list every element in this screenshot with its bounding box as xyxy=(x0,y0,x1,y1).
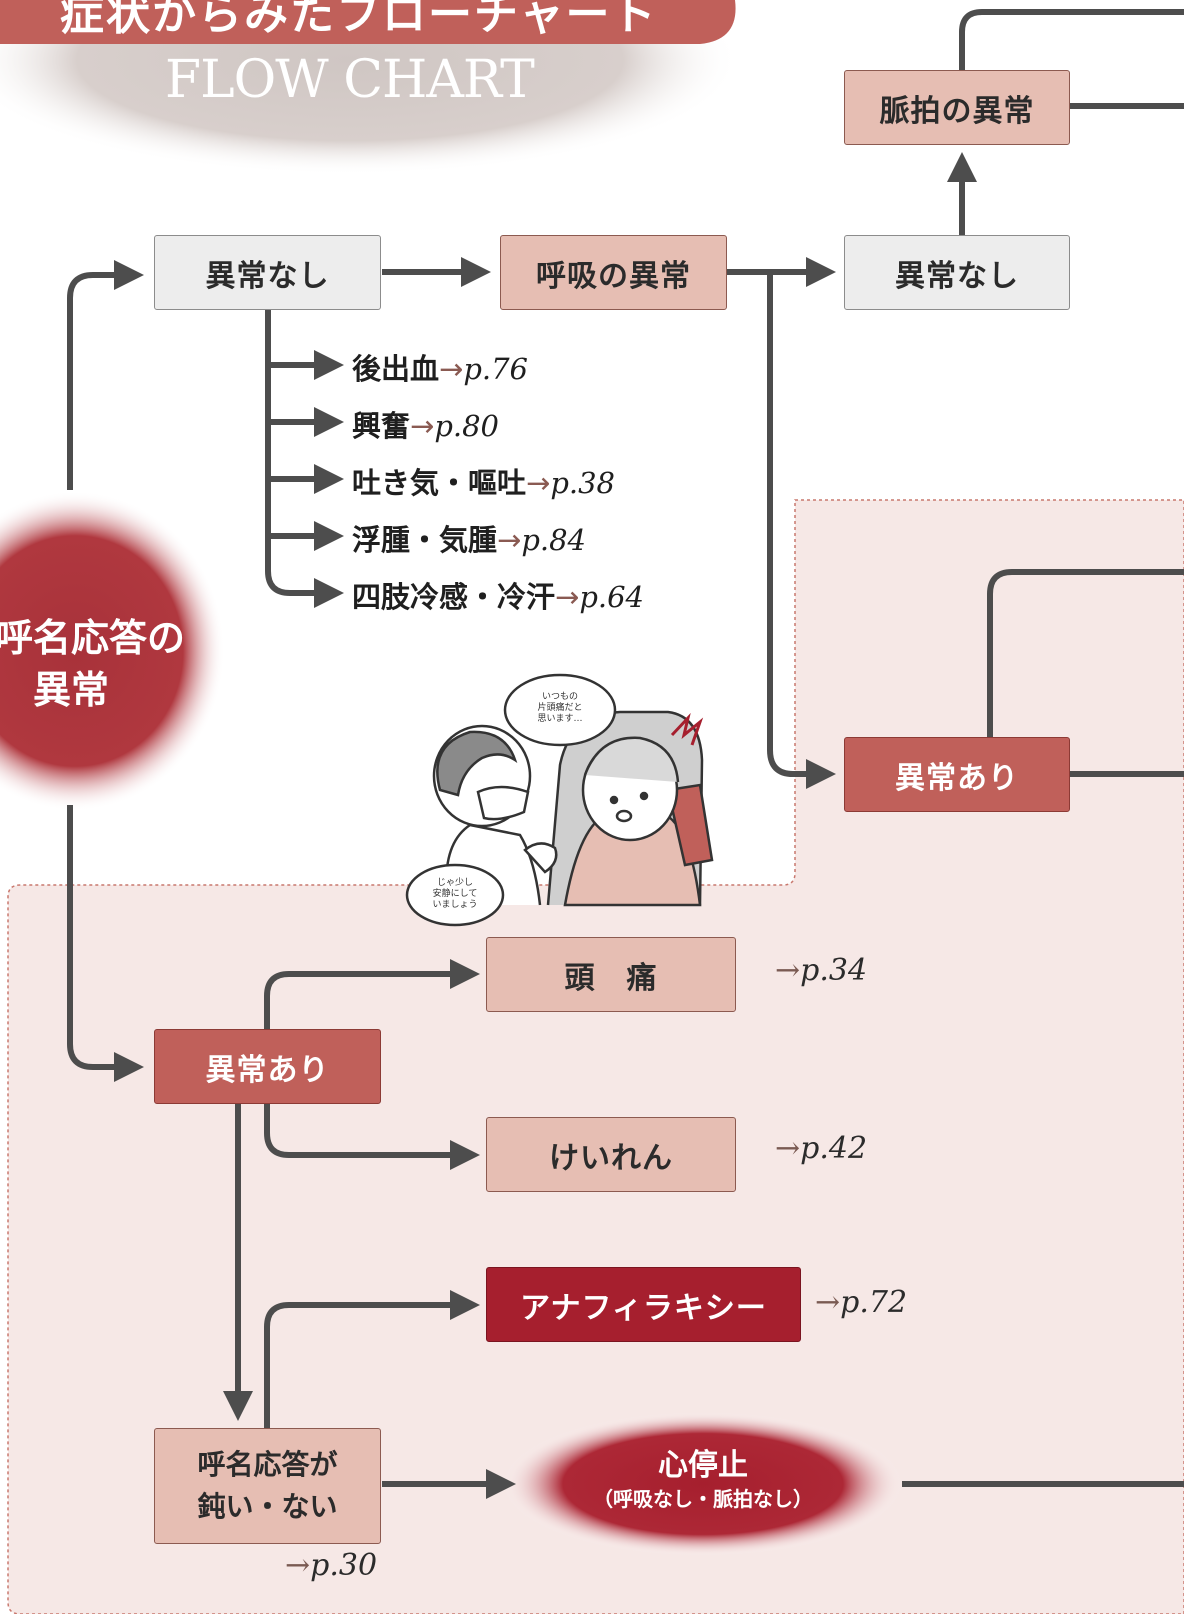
branch-arrow: → xyxy=(526,466,551,500)
nurse-speech-bubble xyxy=(405,863,505,927)
node-normal-2: 異常なし xyxy=(844,235,1070,310)
branch-item: 興奮→p.80 xyxy=(352,403,499,445)
node-normal-1: 異常なし xyxy=(154,235,381,310)
start-label-line1: 呼名応答の xyxy=(0,616,185,660)
cardiac-arrest-shape xyxy=(503,1412,903,1556)
header-title: 症状からみたフローチャート xyxy=(60,0,658,40)
patient-speech-bubble xyxy=(503,673,617,747)
ref-anaphylaxis: →p.72 xyxy=(815,1285,907,1320)
node-abnormal-right: 異常あり xyxy=(844,737,1070,812)
branch-arrow: → xyxy=(410,409,435,443)
branch-page: p.64 xyxy=(579,580,645,614)
ref-page: p.42 xyxy=(800,1131,868,1166)
bubble-line: いつもの xyxy=(541,692,578,702)
start-label: 呼名応答の 異常 xyxy=(0,612,190,716)
branch-arrow: → xyxy=(555,580,580,614)
header-subtitle: FLOW CHART xyxy=(165,50,535,110)
ref-arrow: → xyxy=(775,953,801,988)
branch-item: 四肢冷感・冷汗→p.64 xyxy=(352,574,644,616)
start-label-line2: 異常 xyxy=(32,668,109,712)
branch-page: p.80 xyxy=(434,409,500,443)
nurse-bubble-text: じゃ少し 安静にして いましょう xyxy=(415,878,495,911)
weak-response-line2: 鈍い・ない xyxy=(197,1490,338,1523)
start-circle xyxy=(0,491,225,811)
node-weak-response: 呼名応答が 鈍い・ない xyxy=(154,1428,381,1544)
branch-label: 後出血 xyxy=(352,352,440,386)
branch-page: p.84 xyxy=(521,523,587,557)
branch-page: p.76 xyxy=(463,352,529,386)
cardiac-arrest-line1: 心停止 xyxy=(658,1448,748,1483)
ref-page: p.72 xyxy=(840,1285,908,1320)
weak-response-line1: 呼名応答が xyxy=(197,1448,338,1481)
node-abnormal-left: 異常あり xyxy=(154,1029,381,1104)
bubble-line: 安静にして xyxy=(432,889,478,899)
ref-arrow: → xyxy=(815,1285,841,1320)
bubble-line: じゃ少し xyxy=(436,878,473,888)
node-cardiac-arrest: 心停止 （呼吸なし・脈拍なし） xyxy=(553,1447,853,1513)
bubble-line: 思います… xyxy=(537,714,583,724)
ref-page: p.34 xyxy=(800,953,868,988)
node-headache: 頭 痛 xyxy=(486,937,736,1012)
ref-convulsion: →p.42 xyxy=(775,1131,867,1166)
patient-bubble-text: いつもの 片頭痛だと 思います… xyxy=(520,692,600,725)
branch-label: 浮腫・気腫 xyxy=(352,523,498,557)
branch-page: p.38 xyxy=(550,466,616,500)
header-graphic xyxy=(0,0,740,175)
branch-arrow: → xyxy=(439,352,464,386)
ref-page: p.30 xyxy=(310,1548,378,1583)
bubble-line: いましょう xyxy=(432,900,478,910)
ref-weak-response: →p.30 xyxy=(285,1548,377,1583)
bubble-line: 片頭痛だと xyxy=(537,703,583,713)
branch-item: 浮腫・気腫→p.84 xyxy=(352,517,586,559)
node-anaphylaxis: アナフィラキシー xyxy=(486,1267,801,1342)
cardiac-arrest-line2: （呼吸なし・脈拍なし） xyxy=(593,1487,813,1511)
branch-label: 興奮 xyxy=(352,409,411,443)
illustration xyxy=(405,673,714,927)
node-convulsion: けいれん xyxy=(486,1117,736,1192)
branch-label: 吐き気・嘔吐 xyxy=(352,466,527,500)
ref-headache: →p.34 xyxy=(775,953,867,988)
branch-arrow: → xyxy=(497,523,522,557)
ref-arrow: → xyxy=(285,1548,311,1583)
node-pulse-abnormal: 脈拍の異常 xyxy=(844,70,1070,145)
node-breath-abnormal: 呼吸の異常 xyxy=(500,235,727,310)
branch-item: 吐き気・嘔吐→p.38 xyxy=(352,460,615,502)
branch-label: 四肢冷感・冷汗 xyxy=(352,580,556,614)
ref-arrow: → xyxy=(775,1131,801,1166)
branch-item: 後出血→p.76 xyxy=(352,346,528,388)
